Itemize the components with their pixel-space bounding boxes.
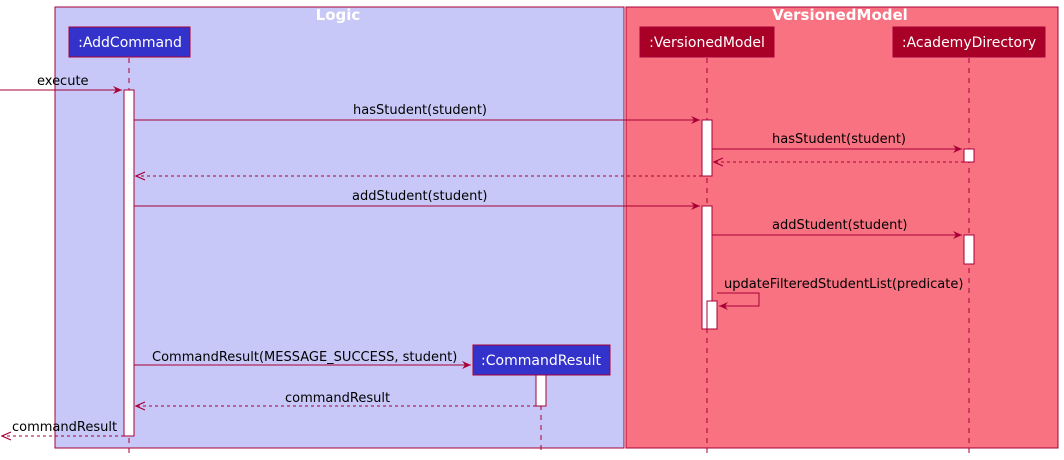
message-has-student-2: hasStudent(student) [712, 132, 962, 153]
message-has-student-1-label: hasStudent(student) [353, 103, 487, 118]
activation-command-result [535, 374, 547, 407]
activation-versioned-model-3 [706, 300, 718, 330]
participant-academy-directory: :AcademyDirectory [892, 26, 1046, 58]
participant-versioned-model: :VersionedModel [639, 26, 775, 58]
message-add-student-2: addStudent(student) [712, 218, 962, 239]
activation-add-command [123, 89, 135, 437]
message-execute: execute [0, 74, 122, 94]
return-command-result: commandResult [136, 391, 536, 406]
return-command-result-final-label: commandResult [12, 420, 117, 435]
participant-command-result-label: :CommandResult [481, 353, 601, 369]
activation-academy-directory-1 [963, 148, 975, 163]
activations [123, 89, 975, 437]
message-command-result-create-label: CommandResult(MESSAGE_SUCCESS, student) [152, 350, 457, 365]
activation-versioned-model-1 [701, 119, 713, 177]
message-command-result-create: CommandResult(MESSAGE_SUCCESS, student) [134, 350, 471, 369]
logic-box-title: Logic [316, 6, 361, 24]
participant-versioned-model-label: :VersionedModel [649, 35, 765, 51]
versioned-model-box: VersionedModel [625, 6, 1059, 449]
participant-command-result: :CommandResult [472, 344, 611, 376]
participant-academy-directory-label: :AcademyDirectory [902, 35, 1036, 51]
message-update-filtered: updateFilteredStudentList(predicate) [717, 277, 963, 310]
message-has-student-2-label: hasStudent(student) [772, 132, 906, 147]
logic-box: Logic [54, 6, 625, 449]
message-add-student-2-label: addStudent(student) [772, 218, 907, 233]
message-has-student-1: hasStudent(student) [134, 103, 700, 124]
message-add-student-1: addStudent(student) [134, 189, 700, 210]
return-command-result-label: commandResult [285, 391, 390, 406]
participant-add-command: :AddCommand [68, 26, 191, 58]
message-add-student-1-label: addStudent(student) [352, 189, 487, 204]
message-update-filtered-label: updateFilteredStudentList(predicate) [724, 277, 963, 292]
participant-add-command-label: :AddCommand [78, 35, 182, 51]
message-execute-label: execute [37, 74, 89, 89]
return-command-result-final: commandResult [2, 420, 124, 436]
activation-academy-directory-2 [963, 234, 975, 265]
versioned-model-box-title: VersionedModel [772, 6, 908, 24]
